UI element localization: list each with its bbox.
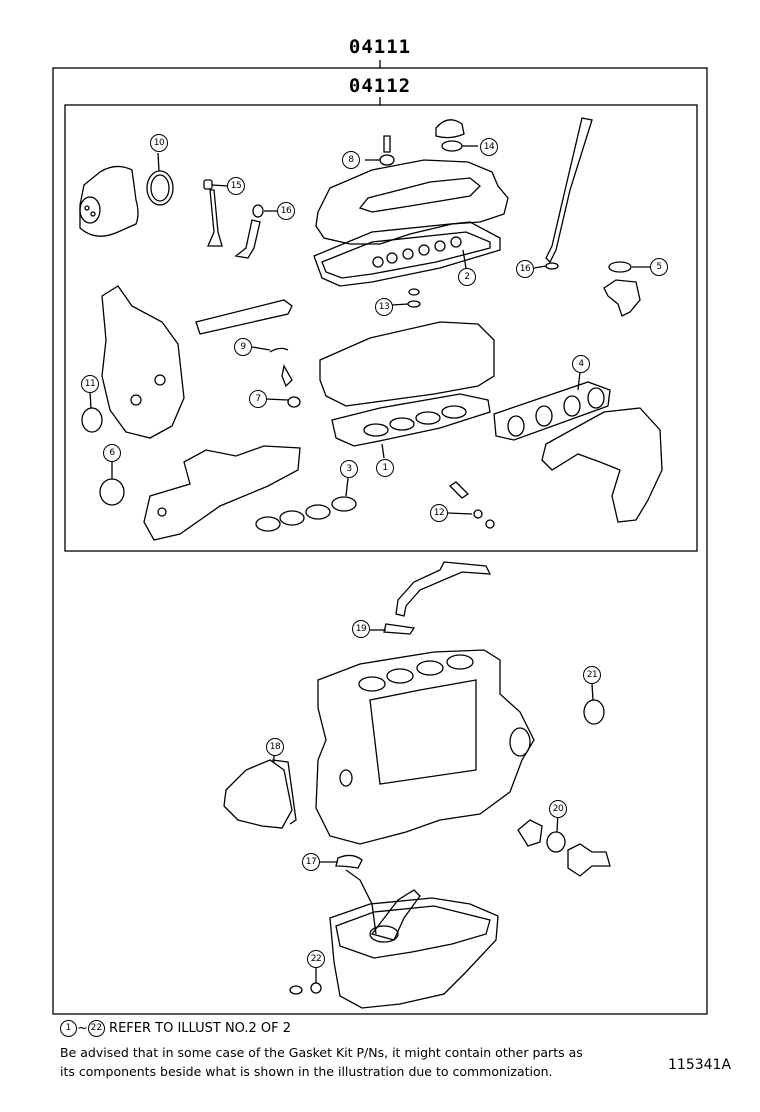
exhaust-manifold-part	[541, 407, 663, 523]
refer-note: 1~22 REFER TO ILLUST NO.2 OF 2	[60, 1020, 291, 1037]
callout-21[interactable]: 21	[583, 666, 601, 684]
cylinder-head-part	[319, 321, 495, 407]
callout-13[interactable]: 13	[375, 298, 393, 316]
callout-16-dipstick[interactable]: 16	[516, 260, 534, 278]
intake-manifold-part	[143, 445, 301, 541]
oil-pan-part	[329, 897, 499, 1009]
refer-range-end: 22	[87, 1020, 105, 1037]
oil-dipstick-part	[545, 117, 593, 264]
callout-12[interactable]: 12	[430, 504, 448, 522]
inner-kit-code: 04112	[348, 75, 412, 97]
outer-kit-code: 04111	[348, 36, 412, 58]
dipstick-guide-part	[395, 561, 492, 617]
callout-14[interactable]: 14	[480, 138, 498, 156]
timing-cover-part	[101, 285, 185, 439]
filter-ring-part	[146, 170, 174, 206]
refer-text: REFER TO ILLUST NO.2 OF 2	[104, 1021, 292, 1036]
callout-20[interactable]: 20	[549, 800, 567, 818]
inner-kit-frame	[64, 104, 698, 552]
advisory-line-2: its components beside what is shown in t…	[60, 1064, 553, 1079]
intake-manifold-gasket-part	[255, 496, 357, 532]
callout-8[interactable]: 8	[342, 151, 360, 169]
callout-5[interactable]: 5	[650, 258, 668, 276]
callout-11[interactable]: 11	[81, 375, 99, 393]
cylinder-head-cover-part	[315, 159, 509, 245]
callout-3[interactable]: 3	[340, 460, 358, 478]
engine-block-part	[315, 649, 535, 845]
head-cover-gasket-part	[313, 221, 501, 287]
callout-10[interactable]: 10	[150, 134, 168, 152]
advisory-line-1: Be advised that in some case of the Gask…	[60, 1045, 583, 1060]
callout-22[interactable]: 22	[307, 950, 325, 968]
callout-18[interactable]: 18	[266, 738, 284, 756]
refer-range-separator: ~	[77, 1021, 88, 1036]
callout-6[interactable]: 6	[103, 444, 121, 462]
exhaust-manifold-gasket-part	[493, 381, 611, 441]
callout-2[interactable]: 2	[458, 268, 476, 286]
outer-kit-frame	[52, 67, 708, 1015]
illustration-id: 115341A	[668, 1057, 732, 1073]
callout-19[interactable]: 19	[352, 620, 370, 638]
refer-range-start: 1	[60, 1020, 77, 1037]
oil-filter-part	[79, 165, 139, 237]
callout-15[interactable]: 15	[227, 177, 245, 195]
callout-17[interactable]: 17	[302, 853, 320, 871]
callout-7[interactable]: 7	[249, 390, 267, 408]
callout-4[interactable]: 4	[572, 355, 590, 373]
cylinder-head-gasket-part	[331, 393, 491, 447]
callout-16-valve[interactable]: 16	[277, 202, 295, 220]
valves-part	[203, 179, 264, 259]
callout-1[interactable]: 1	[376, 459, 394, 477]
engine-mount-bracket-part	[223, 759, 293, 829]
callout-9[interactable]: 9	[234, 338, 252, 356]
